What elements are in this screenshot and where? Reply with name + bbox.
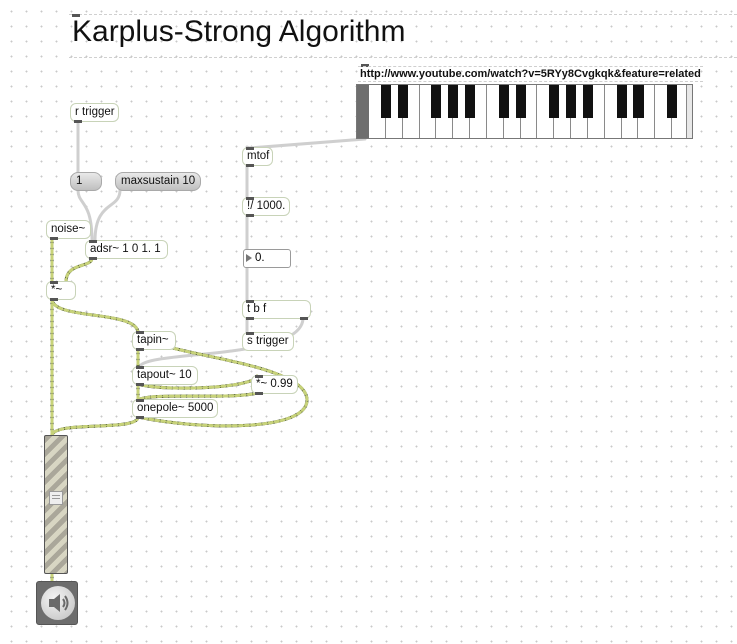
inlet[interactable] [255, 374, 263, 378]
black-key[interactable] [566, 85, 577, 118]
gain-slider-knob[interactable] [49, 491, 63, 505]
cord-maxsustain-to-adsr [93, 188, 122, 243]
inlet[interactable] [136, 365, 144, 369]
black-key[interactable] [616, 85, 627, 118]
multiply-feedback-label: *~ 0.99 [256, 378, 293, 390]
inlet[interactable] [246, 196, 254, 200]
black-key[interactable] [465, 85, 476, 118]
inlet[interactable] [50, 280, 58, 284]
onepole-label: onepole~ 5000 [137, 402, 214, 414]
black-key[interactable] [667, 85, 678, 118]
outlet[interactable] [89, 256, 97, 260]
black-key[interactable] [397, 85, 408, 118]
keyboard-left-handle [357, 85, 369, 138]
url-comment[interactable]: http://www.youtube.com/watch?v=5RYy8Cvgk… [358, 66, 703, 82]
r-trigger-label: r trigger [75, 106, 115, 118]
mtof-object[interactable]: mtof [242, 146, 273, 167]
black-key[interactable] [380, 85, 391, 118]
outlet[interactable] [246, 213, 254, 217]
speaker-icon [49, 594, 69, 612]
tapin-object[interactable]: tapin~ [132, 330, 176, 351]
black-key[interactable] [549, 85, 560, 118]
adsr-object[interactable]: adsr~ 1 0 1. 1 [85, 239, 168, 260]
outlet[interactable] [50, 297, 58, 301]
rdiv-object[interactable]: !/ 1000. [242, 196, 290, 217]
number-box[interactable]: 0. [243, 249, 291, 268]
outlet[interactable] [255, 391, 263, 395]
inlet[interactable] [136, 330, 144, 334]
inlet[interactable] [246, 146, 254, 150]
black-key[interactable] [448, 85, 459, 118]
title-comment-box [69, 14, 737, 58]
s-trigger-label: s trigger [247, 335, 289, 347]
outlet[interactable] [136, 347, 144, 351]
url-handle [361, 64, 369, 67]
black-key[interactable] [498, 85, 509, 118]
gain-slider[interactable] [44, 435, 68, 574]
outlet[interactable] [136, 382, 144, 386]
piano-keyboard[interactable] [356, 84, 693, 139]
ezdac-button[interactable] [36, 581, 78, 625]
outlet[interactable] [136, 415, 144, 419]
rdiv-label: !/ 1000. [247, 200, 286, 212]
tapout-object[interactable]: tapout~ 10 [132, 365, 198, 386]
number-triangle-icon [246, 254, 252, 262]
outlet[interactable] [246, 163, 254, 167]
title-handle [72, 14, 80, 17]
tapin-label: tapin~ [137, 334, 169, 346]
mtof-label: mtof [247, 150, 270, 162]
inlet[interactable] [246, 299, 254, 303]
inlet[interactable] [136, 398, 144, 402]
dac-circle [41, 586, 75, 620]
message-one-label: 1 [76, 175, 83, 187]
tbf-label: t b f [247, 303, 267, 315]
black-key[interactable] [582, 85, 593, 118]
message-one[interactable]: 1 [70, 172, 102, 191]
inlet[interactable] [246, 331, 254, 335]
multiply-feedback-object[interactable]: *~ 0.99 [251, 374, 298, 395]
multiply-label: *~ [51, 284, 63, 296]
black-key[interactable] [431, 85, 442, 118]
r-trigger-object[interactable]: r trigger [70, 103, 119, 123]
noise-label: noise~ [51, 223, 86, 235]
adsr-label: adsr~ 1 0 1. 1 [90, 243, 161, 255]
outlet[interactable] [246, 316, 254, 320]
outlet[interactable] [300, 316, 308, 320]
message-maxsustain[interactable]: maxsustain 10 [115, 172, 201, 191]
inlet[interactable] [89, 239, 97, 243]
multiply-signal-object[interactable]: *~ [46, 280, 76, 301]
patch-title: Karplus-Strong Algorithm [72, 15, 406, 48]
outlet[interactable] [50, 236, 58, 240]
black-key[interactable] [633, 85, 644, 118]
tapout-label: tapout~ 10 [137, 369, 192, 381]
black-key[interactable] [515, 85, 526, 118]
noise-object[interactable]: noise~ [46, 220, 91, 240]
message-maxsustain-label: maxsustain 10 [121, 175, 196, 187]
keyboard-right-handle [686, 85, 692, 138]
number-value: 0. [255, 252, 265, 264]
outlet[interactable] [74, 119, 82, 123]
tbf-object[interactable]: t b f [242, 299, 311, 320]
onepole-object[interactable]: onepole~ 5000 [132, 398, 218, 419]
s-trigger-object[interactable]: s trigger [242, 331, 294, 351]
